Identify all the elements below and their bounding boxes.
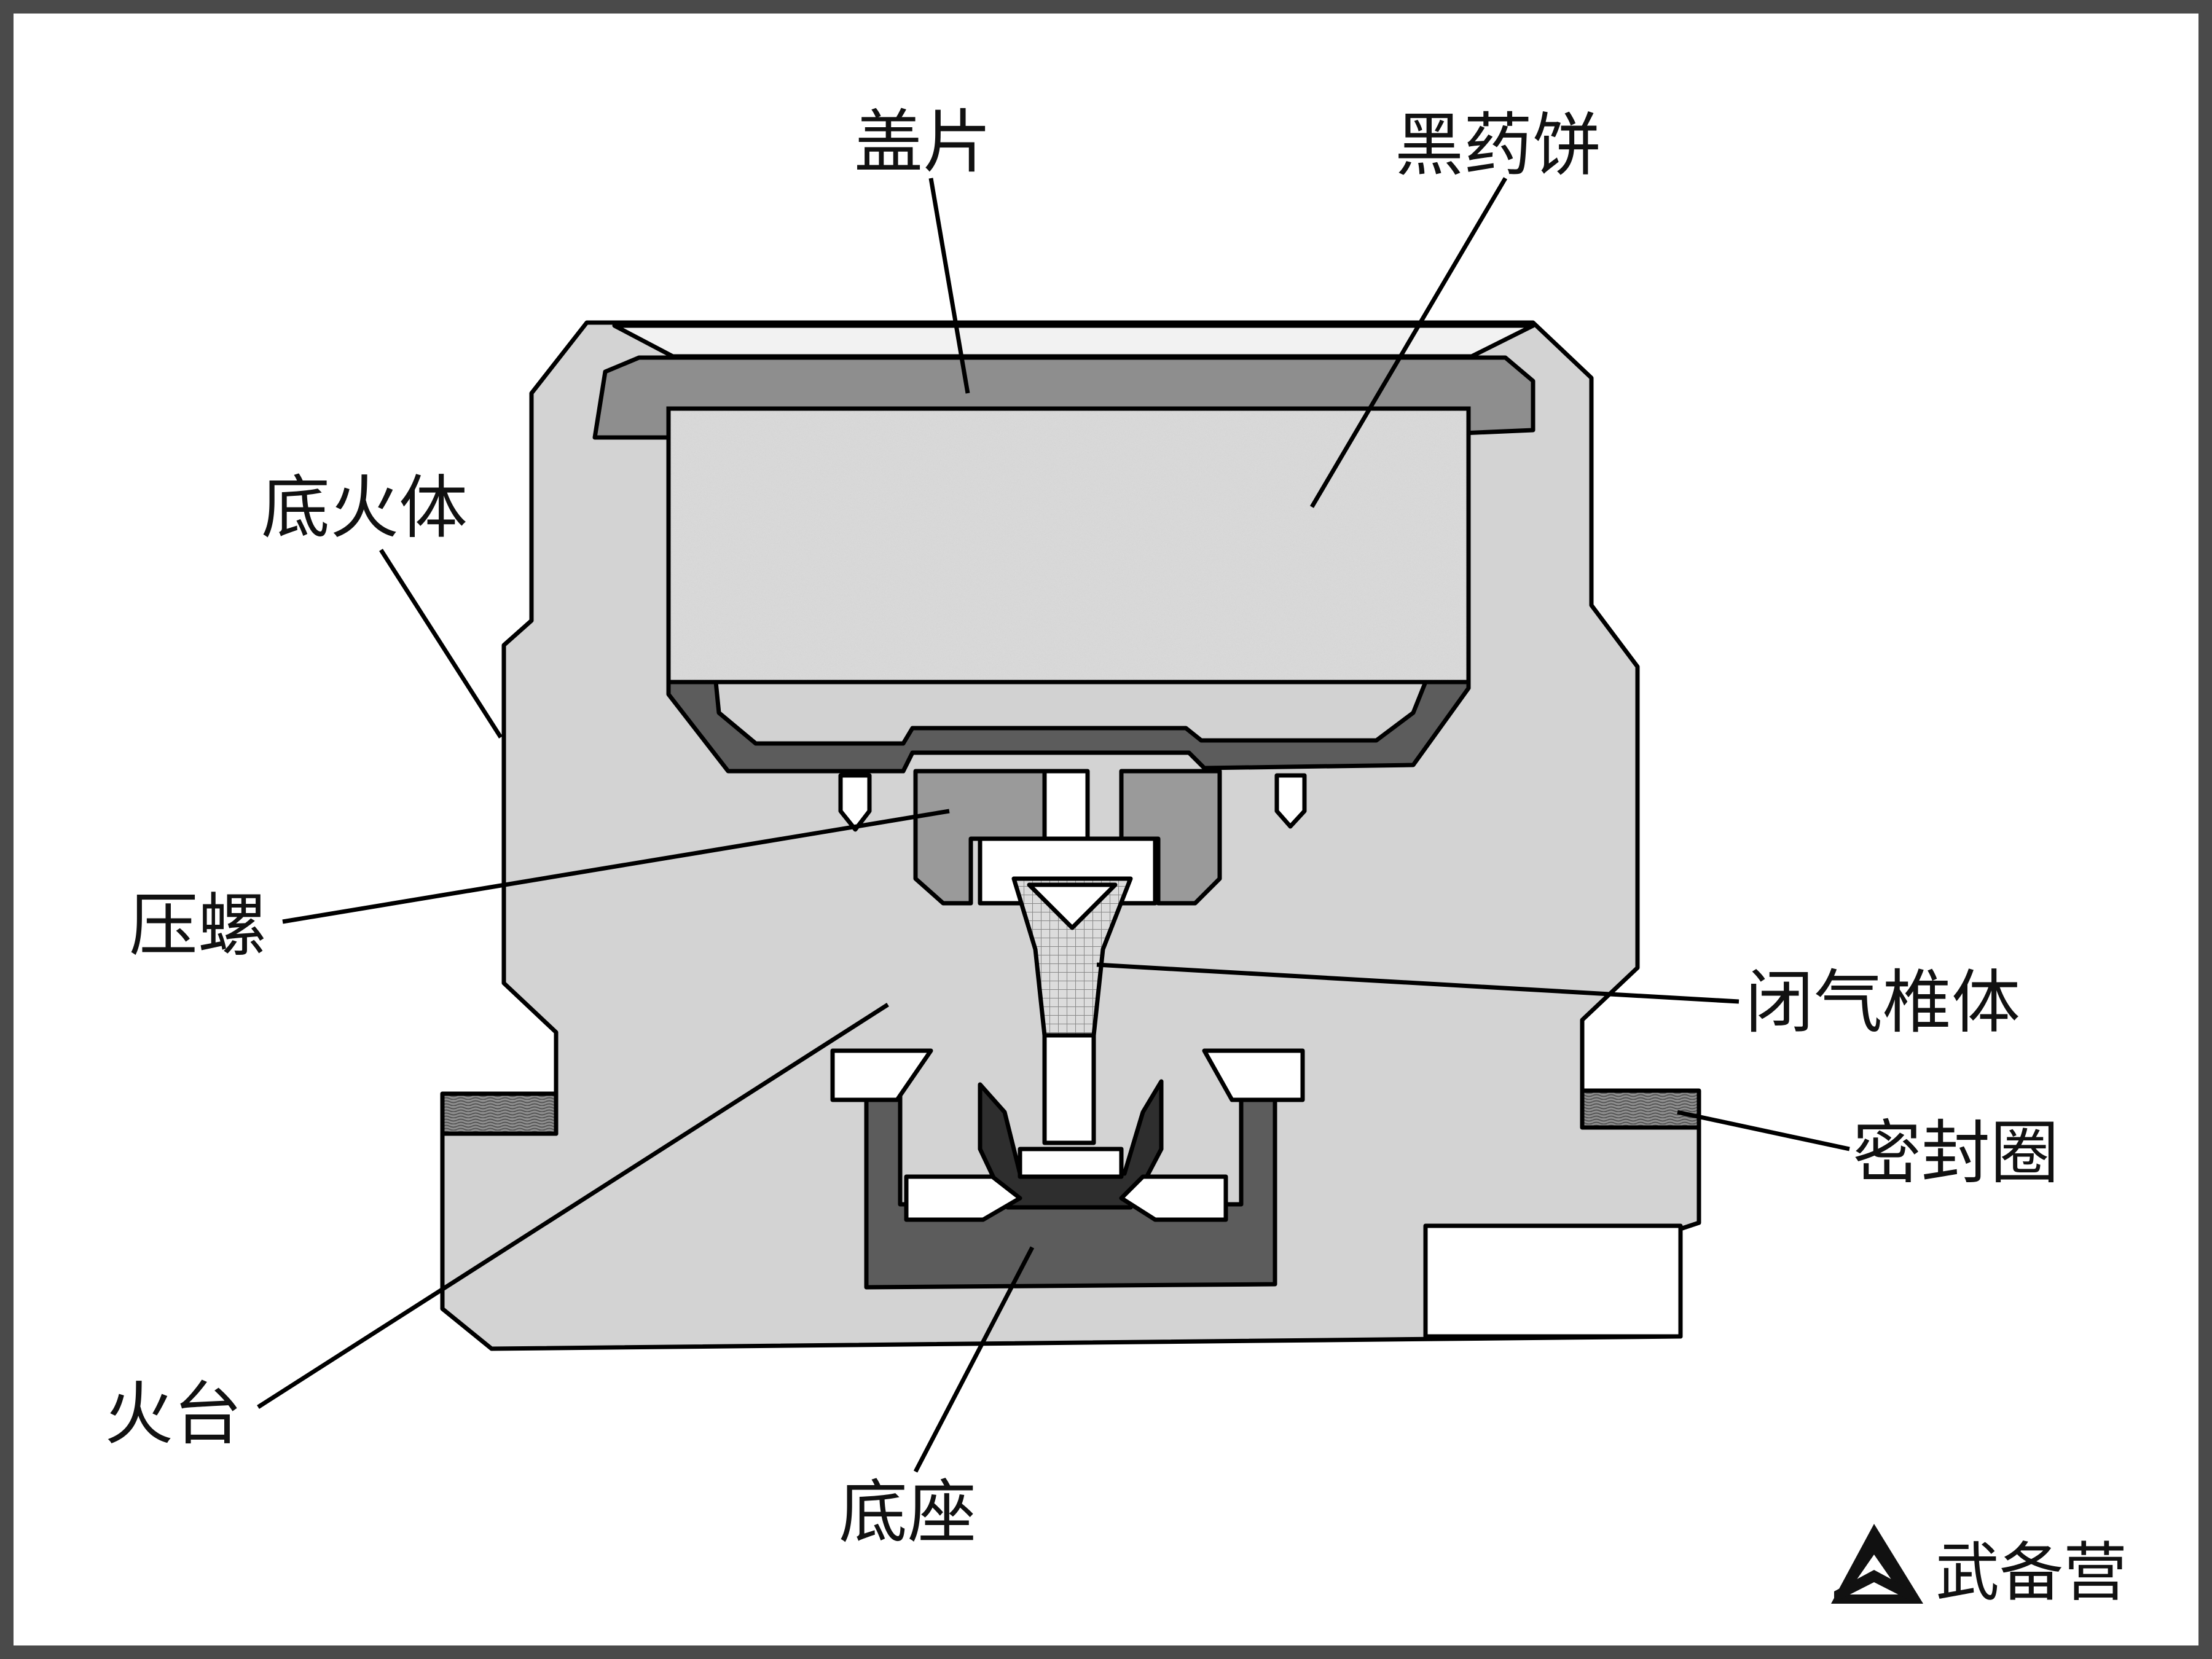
label-base: 底座 [839, 1473, 976, 1553]
label-fire-platform: 火台 [104, 1375, 242, 1454]
platform-notch-right [1202, 1048, 1305, 1102]
label-gasket: 密封圈 [1853, 1113, 2059, 1193]
gasket-right [1580, 1088, 1701, 1130]
leader-seal-cone [1096, 962, 1739, 1004]
label-seal-cone: 闭气椎体 [1745, 963, 2020, 1043]
base-wing-left [904, 1174, 1022, 1222]
label-cover: 盖片 [854, 103, 992, 182]
gasket-left [440, 1091, 559, 1136]
leader-black-powder [1309, 177, 1508, 508]
brand-logo: 武备营 [1831, 1524, 2127, 1610]
base-wing-right [1119, 1174, 1228, 1222]
stem [1042, 1033, 1096, 1145]
powder-lower [713, 680, 1428, 746]
seal-cone-tip [1027, 882, 1118, 930]
leader-gasket [1677, 1110, 1850, 1151]
leader-base [913, 1246, 1035, 1473]
black-powder-grain [670, 410, 1467, 680]
label-pressure-screw: 压螺 [129, 886, 267, 966]
platform-notch-left [830, 1048, 933, 1102]
brand-chevron-icon [1834, 1570, 1914, 1602]
leader-pressure-screw [282, 809, 950, 924]
base-plate [1018, 1147, 1124, 1179]
vent-pin-right [1274, 773, 1307, 829]
leader-cover [928, 178, 970, 394]
brand-triangle-icon [1831, 1524, 1923, 1604]
leader-fire-platform [257, 1003, 889, 1409]
leader-primer-body [379, 549, 503, 739]
top-chamfer [612, 323, 1535, 359]
label-primer-body: 底火体 [261, 468, 468, 548]
body-step [1423, 1223, 1683, 1339]
vent-pin-left [838, 773, 872, 832]
brand-name: 武备营 [1936, 1535, 2127, 1610]
black-powder-outline [666, 406, 1471, 684]
label-black-powder: 黑药饼 [1395, 106, 1601, 186]
firing-pin-top [1042, 769, 1090, 841]
